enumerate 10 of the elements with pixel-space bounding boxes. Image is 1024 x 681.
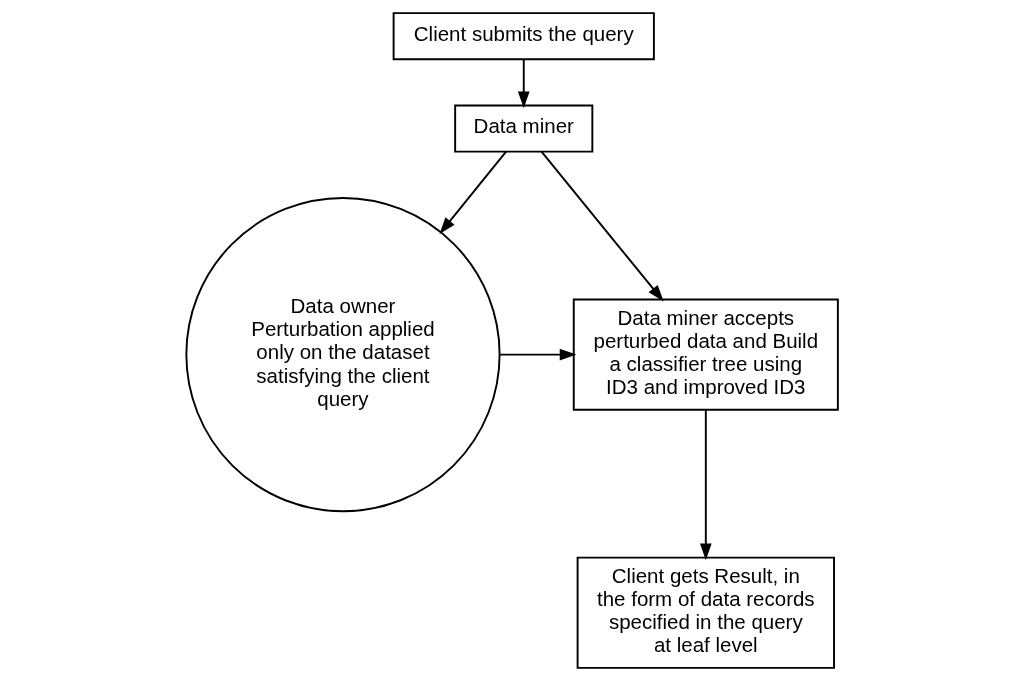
node-box: Data miner accepts perturbed data and Build a classifier tree using ID3 and improved ID3 bbox=[572, 298, 839, 411]
arrow bbox=[499, 348, 577, 361]
arrow bbox=[540, 150, 664, 302]
node-circle: Data owner Perturbation applied only on the dataset satisfying the client query bbox=[185, 197, 501, 513]
node-box: Client submits the query bbox=[392, 12, 655, 61]
arrow bbox=[699, 409, 712, 561]
node-box: Client gets Result, in the form of data records specified in the query at leaf level bbox=[576, 556, 835, 669]
arrow bbox=[439, 150, 508, 234]
arrow bbox=[517, 58, 530, 109]
node-box: Data miner bbox=[454, 104, 594, 153]
